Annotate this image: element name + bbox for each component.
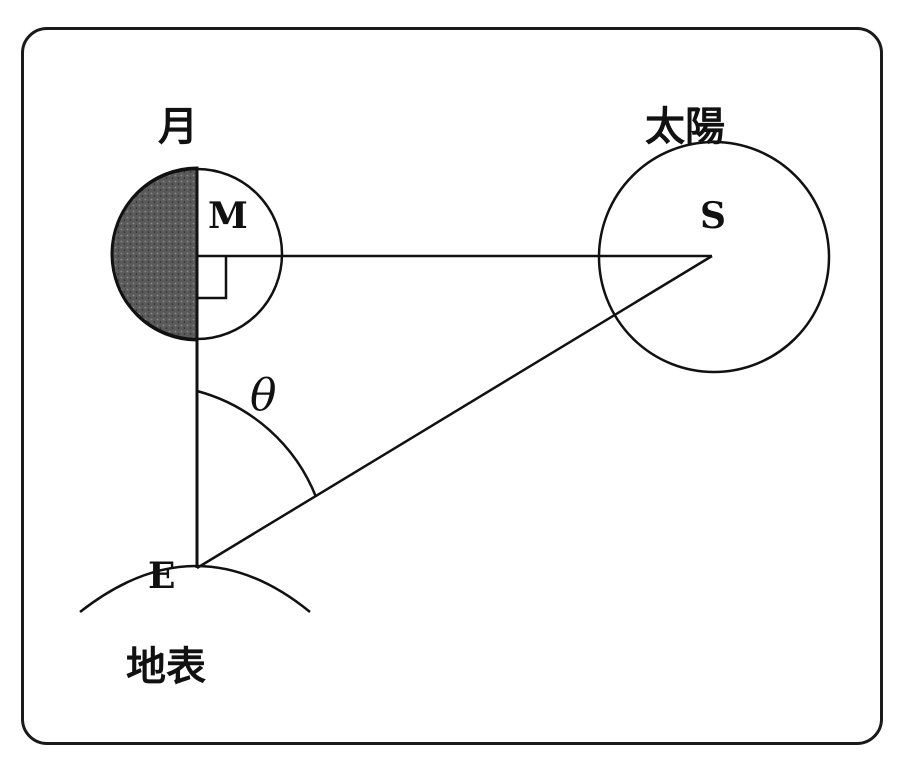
point-m-label: M xyxy=(208,195,248,237)
right-angle-marker xyxy=(197,256,228,300)
moon-dark-half xyxy=(110,166,199,342)
moon-label: 月 xyxy=(158,104,198,150)
diagram-frame xyxy=(21,27,883,745)
sun-label: 太陽 xyxy=(645,104,725,150)
point-s-label: S xyxy=(700,195,726,237)
angle-arc xyxy=(196,389,318,498)
point-e-label: E xyxy=(148,555,175,597)
angle-theta-label: θ xyxy=(250,370,277,421)
line-es xyxy=(196,254,713,570)
earth-surface-arc xyxy=(79,564,311,613)
earth-surface-label: 地表 xyxy=(126,644,206,690)
